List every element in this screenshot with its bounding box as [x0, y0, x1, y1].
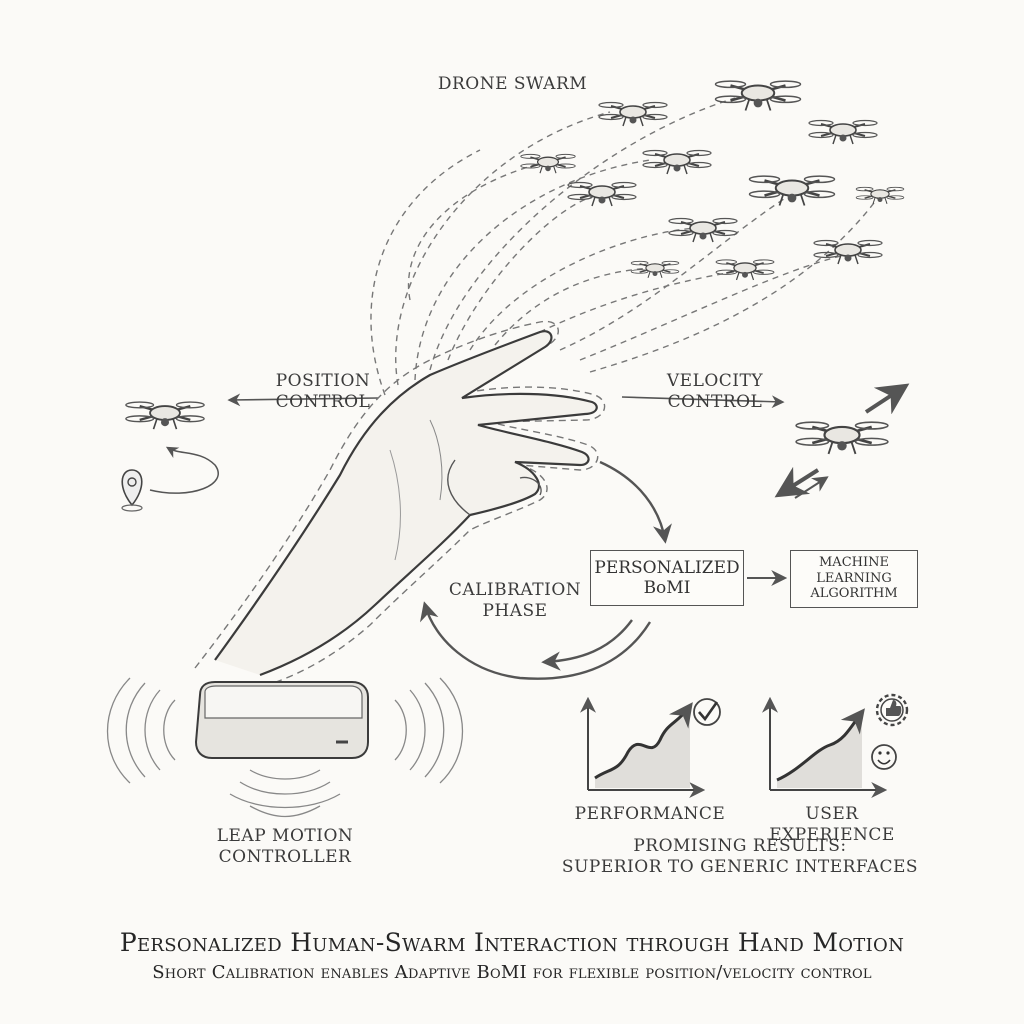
leap-motion-device-icon	[106, 677, 464, 818]
page-title: Personalized Human-Swarm Interaction thr…	[119, 928, 905, 957]
bomi-line-2: BoMI	[643, 578, 691, 599]
drone-icon	[714, 79, 802, 112]
drone-icon	[124, 400, 206, 431]
drone-icon	[748, 174, 836, 207]
location-pin-icon	[121, 469, 143, 512]
drone-icon	[794, 420, 890, 456]
drone-icon	[715, 259, 775, 281]
calibration-phase-label: CALIBRATION PHASE	[440, 580, 590, 623]
drone-swarm-label: DRONE SWARM	[437, 74, 588, 94]
position-control-line-1: POSITION	[275, 371, 371, 391]
position-control-line-2: CONTROL	[275, 392, 371, 413]
drone-icon	[813, 239, 883, 265]
drone-icon	[519, 153, 577, 174]
performance-label: PERFORMANCE	[574, 804, 726, 824]
results-label: PROMISING RESULTS: SUPERIOR TO GENERIC I…	[560, 836, 920, 879]
velocity-arrow	[621, 395, 785, 409]
drone-icon	[567, 181, 637, 207]
gear-thumbs-up-icon	[875, 693, 909, 727]
calibration-phase-line-1: CALIBRATION	[448, 580, 582, 600]
performance-chart	[580, 696, 706, 798]
velocity-control-label: VELOCITY CONTROL	[635, 371, 795, 414]
velocity-control-line-1: VELOCITY	[666, 371, 764, 391]
drone-icon	[598, 101, 668, 127]
cycle-arrow	[599, 460, 672, 544]
cycle-arrow	[541, 619, 633, 671]
cycle-arrow	[420, 601, 652, 680]
checkmark-icon	[693, 698, 721, 726]
leap-motion-line-2: CONTROLLER	[218, 847, 352, 868]
leap-motion-label: LEAP MOTION CONTROLLER	[190, 826, 380, 869]
drone-icon	[642, 149, 712, 175]
bomi-line-1: PERSONALIZED	[594, 558, 740, 578]
position-arrow	[227, 393, 379, 407]
drone-icon	[855, 186, 905, 205]
smiley-icon	[871, 744, 897, 770]
velocity-vector-arrow	[774, 466, 820, 498]
drone-icon	[808, 119, 878, 145]
velocity-vector-arrow	[794, 476, 829, 499]
drone-icon	[630, 260, 680, 279]
position-control-label: POSITION CONTROL	[248, 371, 398, 414]
velocity-control-line-2: CONTROL	[667, 392, 763, 413]
user-experience-label: USER EXPERIENCE	[769, 804, 895, 846]
results-line-2: SUPERIOR TO GENERIC INTERFACES	[561, 857, 919, 878]
results-line-1: PROMISING RESULTS:	[633, 836, 847, 856]
drone-icon	[668, 217, 738, 243]
page-subtitle: Short Calibration enables Adaptive BoMI …	[152, 962, 872, 983]
leap-motion-line-1: LEAP MOTION	[216, 826, 354, 846]
user-experience-chart	[762, 696, 888, 798]
calibration-phase-line-2: PHASE	[482, 601, 548, 622]
hand-illustration	[194, 320, 606, 691]
ml-line-2: LEARNING	[816, 570, 892, 586]
velocity-vector-arrow	[864, 383, 910, 415]
ml-line-3: ALGORITHM	[810, 586, 898, 602]
ml-algorithm-box: MACHINE LEARNING ALGORITHM	[790, 550, 918, 608]
path-arrow	[149, 446, 219, 494]
ml-line-1: MACHINE	[819, 555, 889, 570]
swarm-link-lines	[370, 97, 881, 396]
personalized-bomi-box: PERSONALIZED BoMI	[590, 550, 744, 606]
